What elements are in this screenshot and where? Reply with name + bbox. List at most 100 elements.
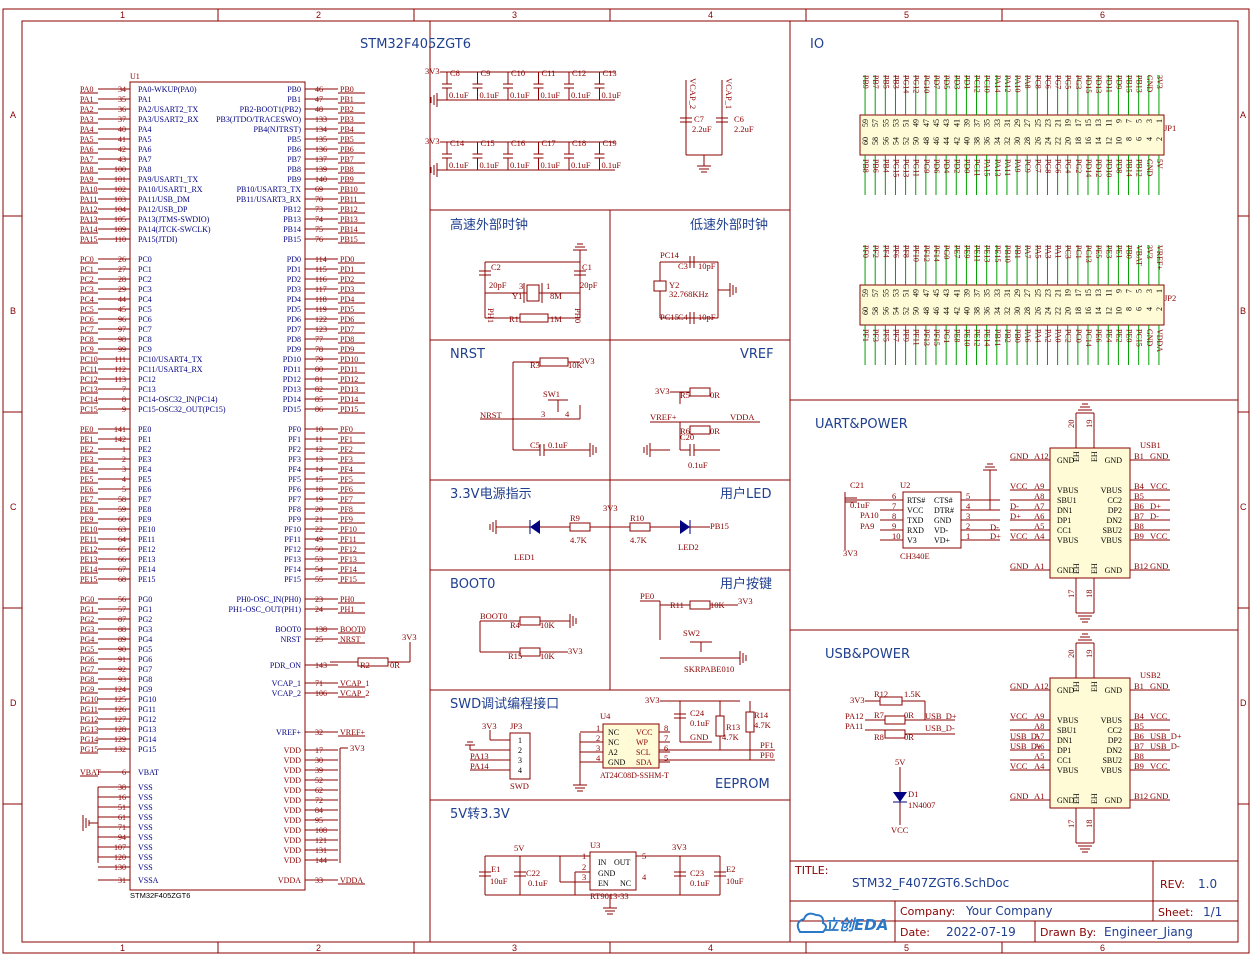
mcu-pin-name: PA15(JTDI) xyxy=(138,235,178,244)
mcu-pin-net: PB2 xyxy=(340,105,354,114)
mcu-pin-number: 107 xyxy=(114,843,126,852)
mcu-pin-number: 9 xyxy=(122,405,126,414)
svg-text:0.1uF: 0.1uF xyxy=(510,160,530,170)
mcu-pin-number: 66 xyxy=(118,555,126,564)
mcu-pin-number: 6 xyxy=(122,768,126,777)
svg-text:C3: C3 xyxy=(678,261,688,271)
section-title-uart-power: UART&POWER xyxy=(815,417,908,432)
io-header-net: PC15 xyxy=(1135,329,1144,347)
mcu-pin-number: 97 xyxy=(118,325,126,334)
usb-pin-number: A4 xyxy=(1034,531,1045,541)
mcu-pin-number: 114 xyxy=(315,255,327,264)
grid-row-label: A xyxy=(10,110,16,120)
drawn-by-value: Engineer_Jiang xyxy=(1104,925,1193,939)
io-header-pin-number: 18 xyxy=(1074,137,1083,145)
mcu-pin-name: PB7 xyxy=(287,155,301,164)
mcu-pin-net: PD8 xyxy=(340,335,354,344)
ch340-pin-number: 8 xyxy=(892,511,896,521)
io-header-pin-number: 30 xyxy=(1013,137,1022,145)
mcu-pin-name: PB13 xyxy=(283,215,301,224)
mcu-pin-name: PD12 xyxy=(283,375,301,384)
mcu-pin-number: 33 xyxy=(315,876,323,885)
mcu-pin-number: 56 xyxy=(118,595,126,604)
mcu-pin-number: 115 xyxy=(315,265,327,274)
ch340-pin-number: 4 xyxy=(966,501,971,511)
mcu-pin-number: 108 xyxy=(315,826,327,835)
mcu-pin-name: PC4 xyxy=(138,295,152,304)
eeprom-pin-number: 4 xyxy=(596,753,601,763)
io-header-pin-number: 26 xyxy=(1033,137,1042,145)
mcu-pin-number: 20 xyxy=(315,505,323,514)
grid-col-label: 1 xyxy=(120,943,125,953)
io-header-net: PD1 xyxy=(962,75,971,89)
usb-pin-net: VCC xyxy=(1010,761,1028,771)
mcu-pin-name: PB12 xyxy=(283,205,301,214)
mcu-pin-number: 22 xyxy=(315,525,323,534)
svg-text:3V3: 3V3 xyxy=(402,632,417,642)
mcu-pin-net: PA2 xyxy=(80,105,94,114)
mcu-pin-number: 85 xyxy=(315,395,323,404)
svg-text:C6: C6 xyxy=(734,114,744,124)
mcu-pin-name: VSS xyxy=(138,853,153,862)
usb-pin-net: USB_D- xyxy=(1150,741,1180,751)
usb-pin-number: B12 xyxy=(1134,561,1148,571)
io-header-pin-number: 34 xyxy=(993,137,1002,145)
mcu-pin-net: PD11 xyxy=(340,365,358,374)
usb-pin-number: B7 xyxy=(1134,741,1144,751)
io-header-pin-number: 13 xyxy=(1094,289,1103,297)
mcu-pin-net: PA12 xyxy=(80,205,98,214)
mcu-pin-number: 96 xyxy=(118,315,126,324)
mcu-pin-name: PG14 xyxy=(138,735,156,744)
io-header-pin-number: 21 xyxy=(1054,119,1063,127)
ch340-pin-name: RXD xyxy=(907,526,924,535)
section-title-io: IO xyxy=(810,37,824,52)
svg-text:R10: R10 xyxy=(630,513,644,523)
mcu-pin-net: PF7 xyxy=(340,495,353,504)
ch340-pin-number: 7 xyxy=(892,501,896,511)
io-header-pin-number: 23 xyxy=(1043,289,1052,297)
svg-text:SWD: SWD xyxy=(510,781,529,791)
mcu-pin-name: PF15 xyxy=(284,575,301,584)
mcu-pin-net: PG11 xyxy=(80,705,98,714)
mcu-pin-number: 73 xyxy=(315,205,323,214)
ch340-pin-name: GND xyxy=(934,516,952,525)
mcu-pin-net: PE9 xyxy=(80,515,93,524)
svg-text:JP1: JP1 xyxy=(1164,123,1176,133)
usb-pin-name: DP1 xyxy=(1057,746,1071,755)
usb-pin-name: VBUS xyxy=(1101,536,1122,545)
usb-pin-number: B8 xyxy=(1134,751,1144,761)
io-header-net: PD3 xyxy=(952,75,961,89)
mcu-pin-name: PC1 xyxy=(138,265,152,274)
svg-text:USB_D-: USB_D- xyxy=(925,723,955,733)
mcu-pin-name: PG0 xyxy=(138,595,152,604)
mcu-pin-number: 42 xyxy=(118,145,126,154)
svg-text:R15: R15 xyxy=(508,651,522,661)
mcu-pin-net: PE12 xyxy=(80,545,97,554)
usb-pin-name: VBUS xyxy=(1057,766,1078,775)
usb-pin-name: DP2 xyxy=(1108,506,1122,515)
svg-text:1: 1 xyxy=(546,281,550,291)
mcu-pin-number: 48 xyxy=(315,105,323,114)
section-title-lse: 低速外部时钟 xyxy=(690,217,768,233)
grid-col-label: 6 xyxy=(1100,943,1105,953)
svg-text:R11: R11 xyxy=(670,600,684,610)
svg-text:PH1: PH1 xyxy=(486,308,496,323)
svg-text:LED2: LED2 xyxy=(678,542,699,552)
mcu-pin-number: 50 xyxy=(315,545,323,554)
